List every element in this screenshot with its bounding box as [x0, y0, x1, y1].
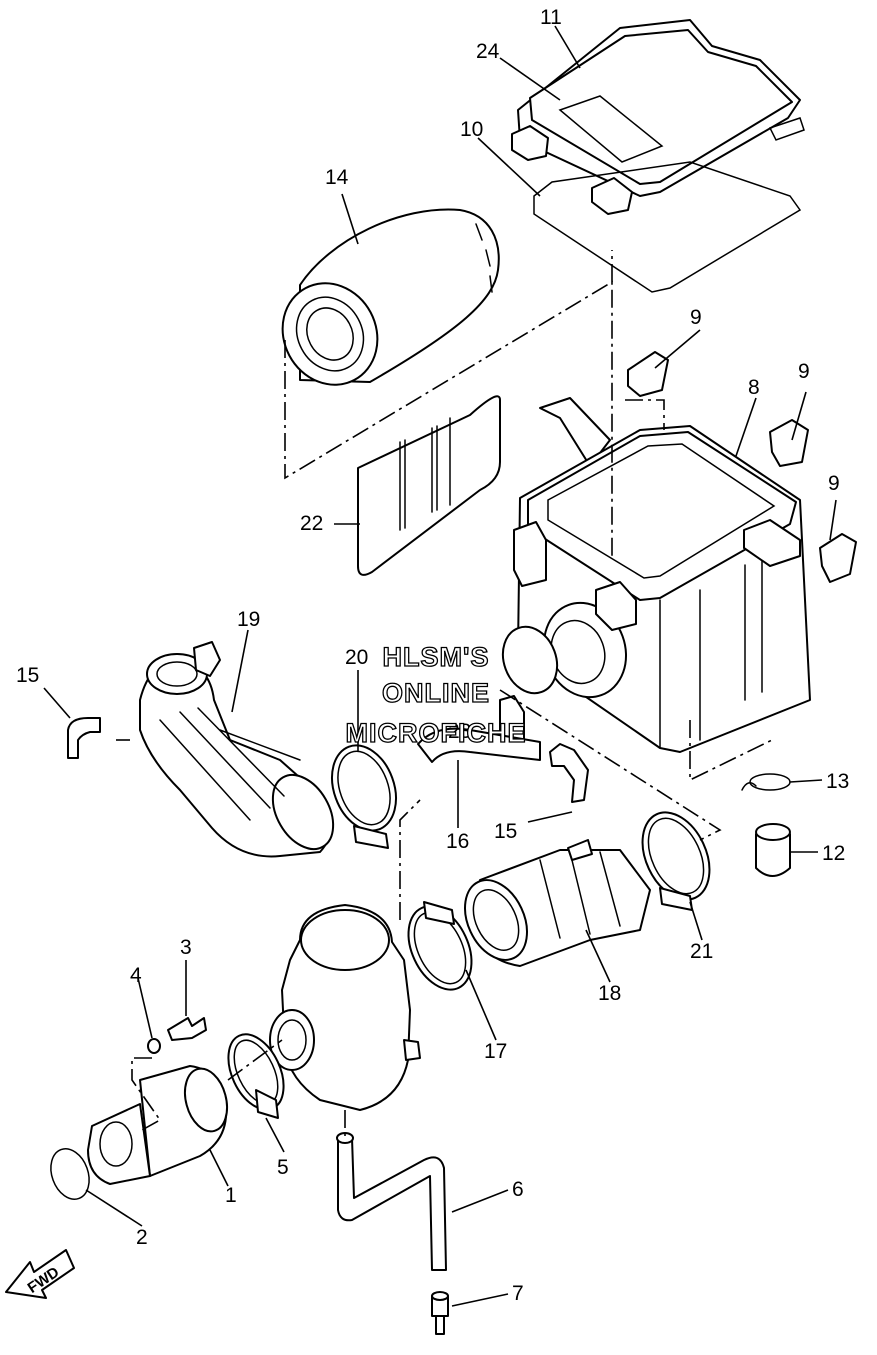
part-11-airbox-cover — [511, 19, 805, 215]
part-14-air-filter — [281, 208, 500, 386]
part-3-bolt — [167, 1017, 207, 1041]
callout-4: 4 — [130, 964, 142, 987]
callout-21: 21 — [690, 940, 713, 963]
watermark: HLSM'S ONLINE MICROFICHE — [345, 641, 527, 748]
callout-11: 11 — [540, 6, 562, 29]
callout-24: 24 — [476, 40, 500, 63]
callout-19: 19 — [237, 608, 260, 631]
callout-10: 10 — [460, 118, 483, 141]
callout-8: 8 — [748, 376, 760, 399]
part-15-elbow-left — [67, 717, 101, 759]
callout-17: 17 — [484, 1040, 507, 1063]
part-10-gasket — [533, 161, 802, 293]
watermark-line-2: ONLINE — [382, 678, 490, 708]
callout-1: 1 — [225, 1184, 237, 1207]
part-9-clip-b — [769, 419, 809, 467]
callout-22: 22 — [300, 512, 323, 535]
part-7-plug — [431, 1291, 449, 1335]
callout-23: 23 — [448, 720, 471, 743]
part-1-joint — [87, 1065, 229, 1185]
watermark-line-3: MICROFICHE — [346, 718, 527, 748]
callout-15-left: 15 — [16, 664, 39, 687]
callout-6: 6 — [512, 1178, 524, 1201]
callout-14: 14 — [325, 166, 349, 189]
part-12-drain-plug — [755, 823, 791, 877]
part-4-washer — [147, 1038, 161, 1054]
carburetor-body — [269, 904, 421, 1111]
watermark-line-1: HLSM'S — [383, 642, 490, 672]
part-9-clip-c — [819, 533, 857, 583]
callout-numbers: 11 24 10 14 9 8 9 9 22 19 15 20 23 16 15… — [16, 6, 849, 1305]
part-8-air-filter-case — [501, 397, 811, 753]
callout-9-b: 9 — [798, 360, 810, 383]
callout-20: 20 — [345, 646, 368, 669]
part-15-elbow-right — [549, 743, 589, 803]
callout-9-c: 9 — [828, 472, 840, 495]
callout-12: 12 — [822, 842, 845, 865]
part-16-breather-hose — [417, 727, 541, 763]
part-5-band — [227, 1033, 285, 1119]
part-20-band — [331, 744, 397, 849]
callout-7: 7 — [512, 1282, 524, 1305]
part-22-filter-guide — [357, 395, 501, 576]
part-2-o-ring — [50, 1148, 90, 1200]
callout-3: 3 — [180, 936, 192, 959]
part-17-band — [407, 901, 473, 991]
callout-13: 13 — [826, 770, 849, 793]
callout-9-a: 9 — [690, 306, 702, 329]
fwd-arrow-icon: FWD — [5, 1249, 75, 1299]
part-19-intake-duct — [139, 641, 335, 858]
part-6-drain-hose — [337, 1137, 447, 1271]
part-9-clip-a — [627, 351, 669, 397]
part-24-label-plate — [558, 95, 664, 163]
callout-18: 18 — [598, 982, 621, 1005]
callout-16: 16 — [446, 830, 469, 853]
part-13-clip — [749, 773, 791, 791]
callout-leader-lines — [43, 25, 837, 1307]
callout-15-right: 15 — [494, 820, 517, 843]
callout-2: 2 — [136, 1226, 148, 1249]
part-18-air-filter-joint — [464, 839, 651, 967]
callout-5: 5 — [277, 1156, 289, 1179]
assembly-center-lines — [116, 250, 773, 1140]
